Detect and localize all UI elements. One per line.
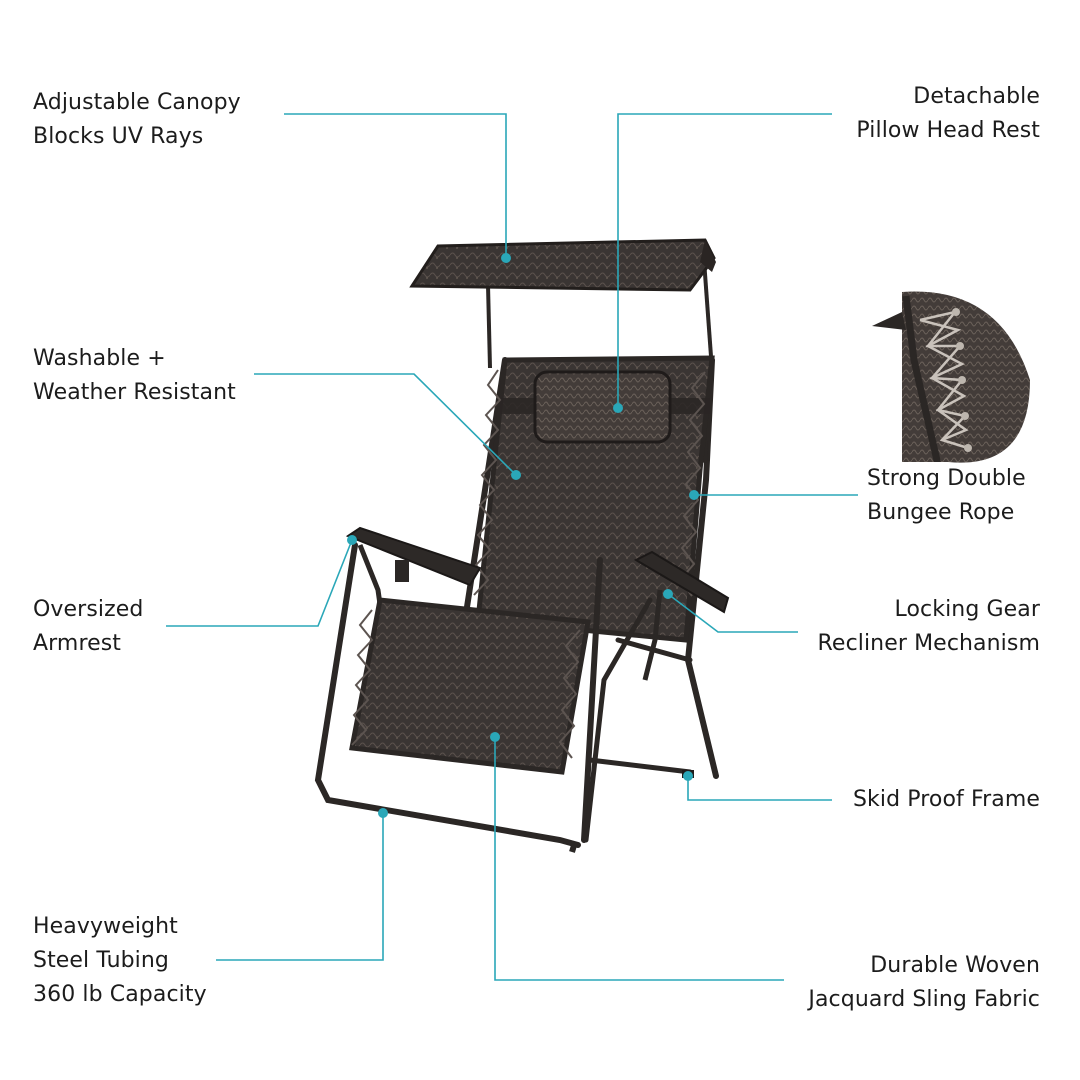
pillow-line-1: Detachable <box>913 84 1040 109</box>
bungee-zoom-inset <box>872 291 1030 463</box>
armrest-line <box>166 539 353 627</box>
bungee-dot <box>689 490 699 500</box>
weather-line <box>254 373 517 476</box>
tubing-line <box>216 813 384 961</box>
pillow-dot <box>613 403 623 413</box>
skid-callout: Skid Proof Frame <box>853 783 1040 817</box>
canopy-struts <box>486 259 714 371</box>
fabric-callout: Durable Woven Jacquard Sling Fabric <box>808 949 1040 1017</box>
fabric-line <box>494 737 784 981</box>
tubing-dot <box>378 808 388 818</box>
canopy-line-2: Blocks UV Rays <box>33 124 204 149</box>
pillow-callout: Detachable Pillow Head Rest <box>856 80 1040 148</box>
pillow-line-2: Pillow Head Rest <box>856 118 1040 143</box>
canopy-dot <box>501 253 511 263</box>
gear-line-1: Locking Gear <box>894 597 1040 622</box>
weather-line-2: Weather Resistant <box>33 380 236 405</box>
gear-dot <box>663 589 673 599</box>
armrest-line-2: Armrest <box>33 631 122 656</box>
legrest-bungee <box>351 609 581 759</box>
armrest-callout: Oversized Armrest <box>33 593 143 661</box>
fabric-line-2: Jacquard Sling Fabric <box>808 987 1040 1012</box>
canopy-line <box>284 113 507 258</box>
bungee-line-1: Strong Double <box>867 466 1026 491</box>
tubing-callout: Heavyweight Steel Tubing 360 lb Capacity <box>33 910 207 1012</box>
pillow-line <box>617 113 832 408</box>
weather-dot <box>511 470 521 480</box>
skid-line-1: Skid Proof Frame <box>852 787 1040 812</box>
tubing-line-3: 360 lb Capacity <box>33 982 207 1007</box>
weather-callout: Washable + Weather Resistant <box>33 342 236 410</box>
front-frame <box>314 542 603 848</box>
back-bungee <box>473 369 706 597</box>
canopy-line-1: Adjustable Canopy <box>33 90 241 115</box>
cross-bars <box>583 597 693 843</box>
gear-line-2: Recliner Mechanism <box>817 631 1040 656</box>
bungee-callout: Strong Double Bungee Rope <box>867 462 1026 530</box>
canopy-callout: Adjustable Canopy Blocks UV Rays <box>33 86 241 154</box>
gear-callout: Locking Gear Recliner Mechanism <box>818 593 1040 661</box>
right-armrest <box>633 550 730 681</box>
legrest-sling <box>349 597 591 775</box>
tubing-line-1: Heavyweight <box>33 914 178 939</box>
skid-line <box>687 776 832 801</box>
fabric-line-1: Durable Woven <box>870 953 1040 978</box>
weather-line-1: Washable + <box>33 346 166 371</box>
bungee-line-2: Bungee Rope <box>867 500 1015 525</box>
tubing-line-2: Steel Tubing <box>33 948 169 973</box>
pillow-head-rest <box>533 370 672 444</box>
gear-line <box>667 593 798 633</box>
armrest-dot <box>347 535 357 545</box>
skid-dot <box>683 771 693 781</box>
fabric-dot <box>490 732 500 742</box>
armrest-line-1: Oversized <box>33 597 144 622</box>
